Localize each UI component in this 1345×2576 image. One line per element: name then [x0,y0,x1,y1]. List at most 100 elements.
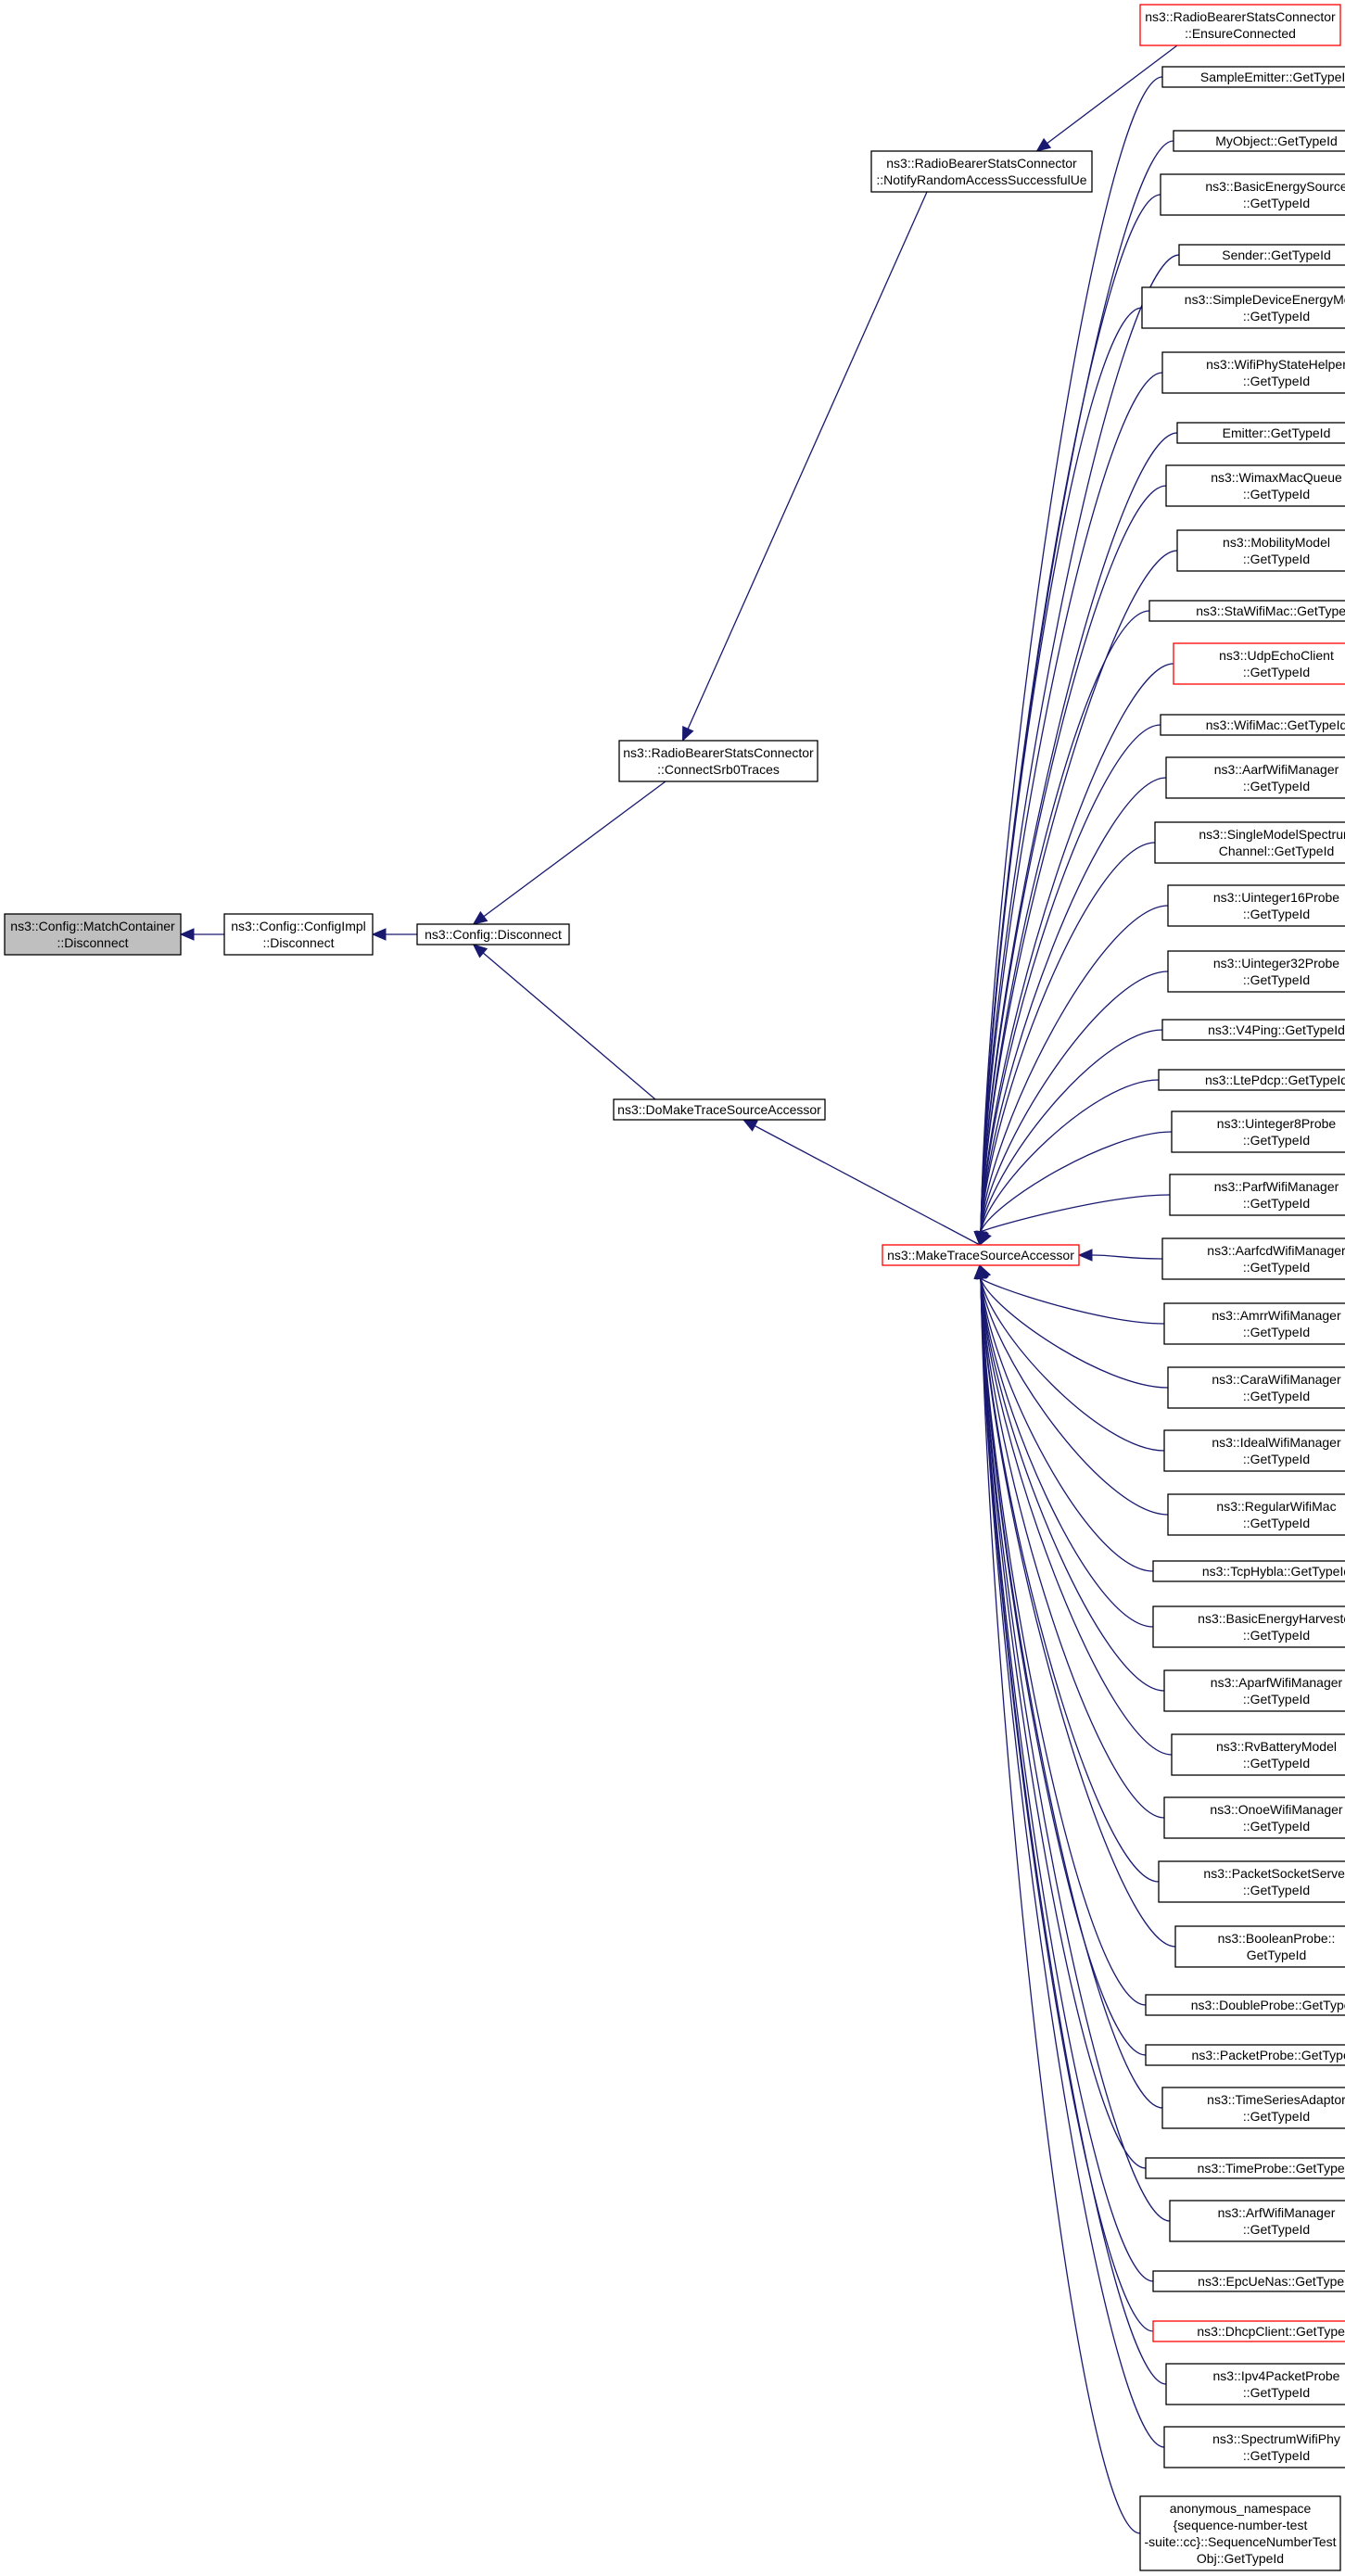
graph-node-c41[interactable]: anonymous_namespace{sequence-number-test… [1139,2495,1341,2571]
edge-c14-to-maketrace [980,905,1169,1233]
graph-node-c30[interactable]: ns3::PacketSocketServer::GetTypeId [1158,1860,1345,1903]
graph-node-ensure[interactable]: ns3::RadioBearerStatsConnector::EnsureCo… [1139,4,1341,46]
graph-node-c12[interactable]: ns3::AarfWifiManager::GetTypeId [1165,756,1345,799]
node-box [1158,1069,1345,1091]
node-box [1173,130,1345,152]
graph-node-c14[interactable]: ns3::Uinteger16Probe::GetTypeId [1167,884,1345,927]
node-label: ::GetTypeId [1243,1516,1310,1530]
graph-node-c17[interactable]: ns3::LtePdcp::GetTypeId [1158,1069,1345,1091]
graph-node-c10[interactable]: ns3::UdpEchoClient::GetTypeId [1173,642,1345,685]
graph-node-match[interactable]: ns3::Config::MatchContainer::Disconnect [4,913,182,956]
graph-node-c35[interactable]: ns3::TimeProbe::GetTypeId [1145,2157,1345,2179]
graph-node-c38[interactable]: ns3::DhcpClient::GetTypeId [1152,2320,1345,2342]
node-box [1141,286,1345,329]
edge-c13-to-maketrace [980,842,1156,1233]
graph-node-notify[interactable]: ns3::RadioBearerStatsConnector::NotifyRa… [870,150,1093,193]
edge-c6-to-maketrace [980,432,1178,1233]
graph-node-c13[interactable]: ns3::SingleModelSpectrumChannel::GetType… [1154,821,1345,864]
node-box [1152,1560,1345,1582]
edge-c18-to-maketrace [980,1131,1173,1233]
graph-node-c31[interactable]: ns3::BooleanProbe::GetTypeId [1174,1925,1345,1968]
graph-node-c4[interactable]: ns3::SimpleDeviceEnergyModel::GetTypeId [1141,286,1345,329]
graph-node-c1[interactable]: MyObject::GetTypeId [1173,130,1345,152]
edge-c21-to-maketrace [980,1277,1165,1325]
graph-node-c25[interactable]: ns3::TcpHybla::GetTypeId [1152,1560,1345,1582]
node-label: ns3::Uinteger32Probe [1213,956,1339,971]
graph-node-c21[interactable]: ns3::AmrrWifiManager::GetTypeId [1163,1302,1345,1345]
graph-node-c19[interactable]: ns3::ParfWifiManager::GetTypeId [1169,1174,1345,1216]
graph-node-c36[interactable]: ns3::ArfWifiManager::GetTypeId [1169,2200,1345,2242]
node-label: ns3::V4Ping::GetTypeId [1208,1022,1345,1037]
node-label: ns3::DhcpClient::GetTypeId [1197,2324,1345,2339]
graph-node-c16[interactable]: ns3::V4Ping::GetTypeId [1161,1019,1345,1041]
graph-node-c20[interactable]: ns3::AarfcdWifiManager::GetTypeId [1161,1237,1345,1280]
edge-c5-to-maketrace [980,372,1163,1233]
graph-node-c40[interactable]: ns3::SpectrumWifiPhy::GetTypeId [1163,2426,1345,2468]
edge-notify-to-connsrb-arrow [681,726,694,742]
graph-node-connsrb[interactable]: ns3::RadioBearerStatsConnector::ConnectS… [618,740,818,782]
node-label: ns3::BasicEnergyHarvester [1198,1611,1345,1626]
graph-node-impl[interactable]: ns3::Config::ConfigImpl::Disconnect [223,913,374,956]
edge-domake-to-cfgdisc [473,944,656,1100]
node-label: ns3::AparfWifiManager [1211,1675,1343,1690]
node-label: ns3::IdealWifiManager [1212,1435,1341,1450]
node-label: ns3::MobilityModel [1223,535,1330,550]
graph-node-c39[interactable]: ns3::Ipv4PacketProbe::GetTypeId [1165,2363,1345,2405]
edge-c28-to-maketrace [980,1277,1173,1756]
node-label: ::GetTypeId [1243,374,1310,388]
graph-node-c33[interactable]: ns3::PacketProbe::GetTypeId [1145,2044,1345,2066]
node-label: ::GetTypeId [1243,1196,1310,1211]
edge-c20-to-maketrace [1091,1254,1163,1260]
node-box [1161,1237,1345,1280]
node-label: Sender::GetTypeId [1222,247,1331,262]
graph-node-c5[interactable]: ns3::WifiPhyStateHelper::GetTypeId [1161,351,1345,394]
graph-node-c37[interactable]: ns3::EpcUeNas::GetTypeId [1152,2270,1345,2292]
graph-node-c8[interactable]: ns3::MobilityModel::GetTypeId [1176,529,1345,572]
node-box [1165,464,1345,507]
graph-node-c18[interactable]: ns3::Uinteger8Probe::GetTypeId [1171,1110,1345,1153]
graph-node-c28[interactable]: ns3::RvBatteryModel::GetTypeId [1171,1733,1345,1776]
graph-node-c15[interactable]: ns3::Uinteger32Probe::GetTypeId [1167,950,1345,993]
graph-node-c2[interactable]: ns3::BasicEnergySource::GetTypeId [1160,173,1345,216]
edge-c0-to-maketrace [980,76,1163,1233]
node-label: Channel::GetTypeId [1219,844,1335,858]
node-label: ::GetTypeId [1243,1819,1310,1834]
edge-c7-to-maketrace [980,485,1167,1233]
node-label: ::ConnectSrb0Traces [657,762,780,777]
graph-node-c27[interactable]: ns3::AparfWifiManager::GetTypeId [1163,1669,1345,1712]
graph-node-domake[interactable]: ns3::DoMakeTraceSourceAccessor [613,1098,826,1121]
node-label: ::EnsureConnected [1185,26,1296,41]
edge-c34-to-maketrace [980,1277,1163,2109]
node-label: ::GetTypeId [1243,907,1310,921]
graph-node-maketrace[interactable]: ns3::MakeTraceSourceAccessor [882,1244,1080,1266]
node-label: ::GetTypeId [1243,1452,1310,1466]
node-label: ::GetTypeId [1243,552,1310,566]
graph-node-c6[interactable]: Emitter::GetTypeId [1176,422,1345,444]
node-label: ns3::DoubleProbe::GetTypeId [1191,1998,1345,2012]
node-label: ::GetTypeId [1243,665,1310,679]
node-label: ::GetTypeId [1243,972,1310,987]
node-label: ns3::PacketSocketServer [1203,1866,1345,1881]
graph-node-cfgdisc[interactable]: ns3::Config::Disconnect [416,923,570,945]
graph-node-c9[interactable]: ns3::StaWifiMac::GetTypeId [1148,600,1345,622]
graph-node-c32[interactable]: ns3::DoubleProbe::GetTypeId [1145,1994,1345,2016]
node-box [1145,1994,1345,2016]
graph-node-c26[interactable]: ns3::BasicEnergyHarvester::GetTypeId [1152,1605,1345,1648]
graph-node-c0[interactable]: SampleEmitter::GetTypeId [1161,66,1345,88]
graph-node-c23[interactable]: ns3::IdealWifiManager::GetTypeId [1163,1429,1345,1472]
node-label: ns3::Config::MatchContainer [10,919,175,933]
graph-node-c3[interactable]: Sender::GetTypeId [1178,244,1345,266]
graph-node-c29[interactable]: ns3::OnoeWifiManager::GetTypeId [1163,1796,1345,1839]
node-label: ns3::ParfWifiManager [1214,1179,1339,1194]
graph-node-c22[interactable]: ns3::CaraWifiManager::GetTypeId [1167,1366,1345,1409]
node-label: ::GetTypeId [1243,1628,1310,1643]
node-label: ::GetTypeId [1243,1133,1310,1148]
graph-node-c11[interactable]: ns3::WifiMac::GetTypeId [1160,714,1345,736]
graph-node-c24[interactable]: ns3::RegularWifiMac::GetTypeId [1167,1493,1345,1536]
graph-node-c34[interactable]: ns3::TimeSeriesAdaptor::GetTypeId [1161,2087,1345,2129]
node-box [1154,821,1345,864]
edge-c31-to-maketrace [980,1277,1176,1948]
graph-node-c7[interactable]: ns3::WimaxMacQueue::GetTypeId [1165,464,1345,507]
node-box [1176,422,1345,444]
edge-domake-to-cfgdisc-arrow [472,944,489,958]
